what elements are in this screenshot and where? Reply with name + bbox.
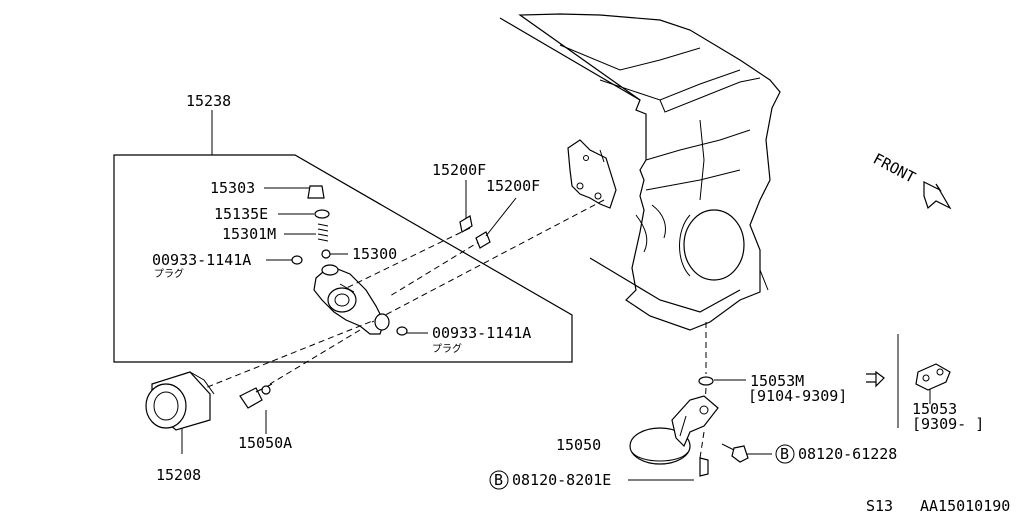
oil-strainer [629,395,749,477]
oil-filter-bracket-box [113,110,573,363]
label-08120-61228: 08120-61228 [798,445,897,463]
gasket-15053m [698,376,714,386]
arrow-icon [923,181,952,210]
part-labels: 15238 15303 15135E 15301M 00933-1141A プラ… [152,92,984,489]
dashed-leaders [199,199,707,459]
inset-gasket-15053 [866,363,951,391]
label-00933-top: 00933-1141A [152,251,251,269]
label-15050: 15050 [556,436,601,454]
label-15135e: 15135E [214,205,268,223]
label-15200f-a: 15200F [432,161,486,179]
label-15238: 15238 [186,92,231,110]
bolt-marker-left-letter: B [494,471,503,489]
label-08120-8201e: 08120-8201E [512,471,611,489]
gasket-15200f-a [459,215,473,233]
front-arrow: FRONT [870,150,952,210]
oil-filter-cartridge [145,371,215,431]
spring-15301m [317,223,329,242]
label-15053: 15053 [912,400,957,418]
engine-block [499,13,781,331]
bolt-marker-right: B [775,444,795,464]
label-00933-bottom-sub: プラグ [432,342,462,355]
label-15303: 15303 [210,179,255,197]
bracket-mount [567,139,617,209]
plug-bottom-00933 [396,326,408,336]
label-15200f-b: 15200F [486,177,540,195]
label-15053-range: [9309- ] [912,415,984,433]
washer-15135e [314,209,330,219]
page-code: S13 [866,497,893,512]
label-15050a: 15050A [238,434,292,452]
label-15208: 15208 [156,466,201,484]
oil-pressure-switch [239,383,273,409]
ball-15300 [321,249,331,259]
label-leaders [181,180,931,481]
label-15053m-range: [9104-9309] [748,387,847,405]
arrow-right-icon [866,370,885,388]
footer: S13 AA15010190 [866,497,1010,515]
plug-top-00933 [291,255,303,265]
front-label: FRONT [870,150,918,187]
relief-valve-parts [291,185,491,336]
label-15053m: 15053M [750,372,804,390]
label-15301m: 15301M [222,225,276,243]
diagram-id: AA15010190 [920,497,1010,512]
label-00933-bottom: 00933-1141A [432,324,531,342]
oil-filter-housing [313,264,390,335]
label-00933-top-sub: プラグ [154,267,184,280]
bolt-marker-right-letter: B [780,445,789,463]
plug-15303 [307,185,325,199]
bolt-marker-left: B [489,470,509,490]
label-15300: 15300 [352,245,397,263]
